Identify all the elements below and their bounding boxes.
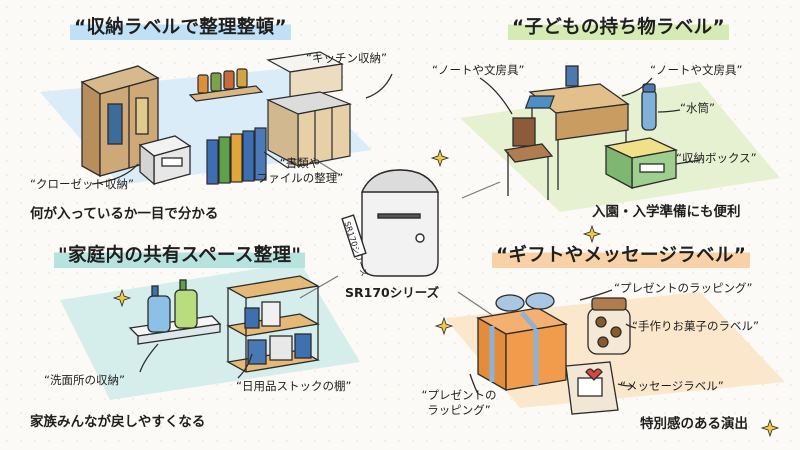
wrapping-caption-top: “プレゼントのラッピング”: [614, 281, 753, 295]
kitchen-caption: “キッチン収納”: [306, 51, 387, 65]
wardrobe: [80, 65, 160, 178]
stock-shelf: [226, 275, 320, 373]
notebook-caption-right: “ノートや文房具”: [650, 63, 743, 77]
shared-title: "家庭内の共有スペース整理": [54, 240, 306, 268]
label-printer: [341, 169, 440, 277]
gift-subtitle: 特別感のある演出: [640, 416, 748, 432]
washroom-caption: “洗面所の収納”: [44, 373, 125, 387]
kitchen-cabinet: [265, 51, 353, 167]
closet-caption: “クローゼット収納”: [30, 177, 134, 191]
bath-shelf: [128, 279, 222, 345]
documents-caption: “書類や ファイルの整理”: [256, 156, 344, 185]
sparkle-icon: [760, 418, 780, 438]
notebook-caption-left: “ノートや文房具”: [432, 63, 525, 77]
storage-title: “収納ラベルで整理整頓”: [70, 12, 291, 40]
gift-box: [476, 292, 568, 392]
water-bottle: [641, 83, 657, 131]
sparkle-icon: [112, 288, 132, 308]
spice-shelf: [188, 68, 264, 102]
bottle-caption: “水筒”: [680, 101, 715, 115]
label-box: [138, 135, 192, 186]
shared-subtitle: 家族みんなが戻しやすくなる: [30, 414, 206, 430]
message-bag: [565, 361, 619, 415]
sparkle-icon: [434, 316, 454, 336]
cookie-jar: [587, 297, 631, 355]
gift-title: “ギフトやメッセージラベル”: [492, 240, 751, 268]
wrapping-caption-bottom: “プレゼントの ラッピング”: [421, 388, 497, 417]
kids-subtitle: 入園・入学準備にも便利: [592, 204, 741, 220]
kids-chair: [503, 117, 554, 200]
storage-subtitle: 何が入っているか一目で分かる: [30, 206, 219, 222]
sparkle-icon: [430, 148, 450, 168]
binders: [206, 127, 267, 185]
box-caption: “収納ボックス”: [676, 151, 757, 165]
kids-desk: [524, 65, 630, 190]
model-label: SR170シリーズ: [345, 285, 440, 300]
storage-crate: [603, 137, 679, 190]
snacks-caption: “手作りお菓子のラベル”: [632, 319, 759, 333]
kids-title: “子どもの持ち物ラベル”: [508, 12, 729, 40]
message-caption: “メッセージラベル”: [620, 379, 724, 393]
stock-shelf-caption: “日用品ストックの棚”: [236, 379, 352, 393]
